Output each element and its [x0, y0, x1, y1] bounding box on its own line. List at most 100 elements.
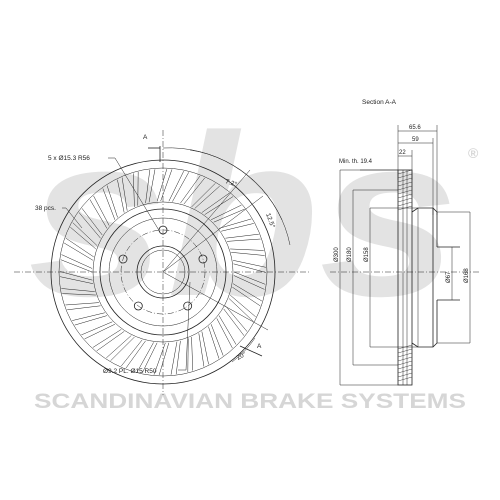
sbs-watermark: sbs ® SCANDINAVIAN BRAKE SYSTEMS — [28, 87, 479, 413]
center-callout: Ø9.2 PL. Ø15 R50 — [103, 368, 157, 375]
dim-overall-width: 65.6 — [409, 125, 421, 131]
sbs-logo-text: sbs — [28, 87, 458, 344]
cooling-vane — [102, 185, 118, 220]
cooling-vane — [180, 175, 206, 205]
hatch-line — [397, 197, 413, 203]
vanes-callout-leader — [62, 207, 83, 229]
cooling-vane — [89, 195, 110, 229]
cooling-vane — [156, 168, 173, 202]
cooling-vane — [233, 271, 266, 290]
center-callout-leader — [178, 281, 191, 371]
hatch-line — [397, 368, 413, 374]
dia-friction-label: Ø180 — [347, 247, 353, 262]
cooling-vane — [78, 208, 103, 239]
cooling-vane — [198, 331, 209, 367]
friction-ring-section — [397, 169, 413, 386]
cooling-vane — [225, 233, 261, 242]
front-view: A A 7.2° 12.5° 20° 5 x Ø15.3 R56 38 pcs.… — [14, 130, 310, 395]
cooling-vane — [208, 324, 224, 359]
hat-face-edge — [108, 217, 218, 327]
cooling-vane — [168, 170, 189, 202]
hatch-line — [397, 376, 413, 382]
disc-outer-edge — [50, 159, 276, 385]
angle-arc-outer — [162, 147, 283, 221]
hatch-line — [397, 360, 413, 366]
angle-ray-2 — [162, 195, 264, 273]
section-marker-top: A — [143, 134, 148, 141]
cooling-vane — [59, 271, 94, 284]
cooling-vane — [117, 177, 128, 213]
cooling-vane — [216, 315, 237, 349]
bolt-hole — [133, 301, 143, 311]
section-view: Section A-A 65.6 59 22 Min. th. 19.4 — [330, 99, 480, 386]
cooling-vane — [232, 260, 267, 273]
cooling-vane — [81, 321, 116, 340]
angle-outer-label: 7.2° — [224, 177, 238, 188]
cooling-vane — [106, 335, 135, 361]
company-name: SCANDINAVIAN BRAKE SYSTEMS — [34, 390, 466, 413]
cooling-vane — [228, 294, 256, 322]
cooling-vane — [120, 339, 146, 369]
cooling-vane — [232, 283, 262, 307]
angle-offset-label: 20° — [235, 350, 248, 362]
cooling-vane — [170, 340, 181, 375]
friction-ring-outline — [397, 169, 413, 386]
cooling-vane — [65, 302, 101, 311]
section-cut-bottom — [239, 345, 263, 357]
registered-mark: ® — [468, 145, 479, 161]
dim-thickness: 22 — [399, 150, 406, 156]
cooling-vane — [61, 288, 96, 296]
bolt-hole — [118, 254, 128, 264]
cooling-vanes — [59, 168, 267, 376]
bolt-hole — [198, 254, 208, 264]
vanes-callout: 38 pcs. — [35, 205, 56, 212]
dia-hat-face-label: Ø168 — [464, 268, 470, 283]
cooling-vane — [92, 329, 125, 352]
bolt-pitch-circle — [120, 229, 206, 315]
hatch-line — [397, 169, 413, 175]
cooling-vane — [60, 254, 93, 273]
hat-outer-edge — [99, 208, 227, 336]
cooling-vane — [70, 222, 98, 250]
cooling-vane — [191, 183, 220, 209]
dim-min-thickness: Min. th. 19.4 — [339, 159, 373, 165]
dim-hat-depth: 59 — [412, 137, 419, 143]
vane-ring-inner — [92, 201, 234, 343]
bolt-callout-leader — [108, 157, 161, 233]
angle-ray-1 — [162, 169, 251, 273]
angle-ray-3 — [162, 271, 269, 331]
bolt-holes — [118, 225, 208, 311]
dia-hat-label: Ø158 — [364, 247, 370, 262]
bolt-hole — [183, 301, 193, 311]
hatch-line — [397, 193, 413, 199]
section-title: Section A-A — [362, 99, 397, 106]
cooling-vane — [223, 305, 248, 336]
hatch-bottom — [397, 344, 413, 382]
hatch-line — [397, 173, 413, 179]
cooling-vane — [137, 342, 158, 374]
hatch-line — [397, 201, 413, 207]
angle-arc-inner — [189, 149, 291, 246]
cooling-vane — [218, 218, 254, 232]
dia-outer-label: Ø300 — [334, 247, 340, 262]
center-bore — [136, 245, 190, 299]
cooling-vane — [72, 312, 108, 326]
section-marker-bottom: A — [257, 343, 262, 350]
disc-outer-chamfer — [58, 167, 268, 377]
hatch-line — [397, 356, 413, 362]
dia-bore-label: Ø67 — [446, 271, 452, 283]
cooling-vane — [132, 172, 139, 207]
hatch-line — [397, 352, 413, 358]
angle-arc-offset — [231, 337, 256, 363]
center-bore-chamfer — [140, 249, 186, 295]
hatch-line — [397, 177, 413, 183]
cooling-vane — [201, 192, 234, 215]
cooling-vane — [153, 342, 170, 376]
cooling-vane — [145, 169, 156, 204]
hatch-line — [397, 348, 413, 354]
hatch-line — [397, 364, 413, 370]
hatch-line — [397, 185, 413, 191]
hatch-top — [397, 169, 413, 211]
hatch-line — [397, 189, 413, 195]
